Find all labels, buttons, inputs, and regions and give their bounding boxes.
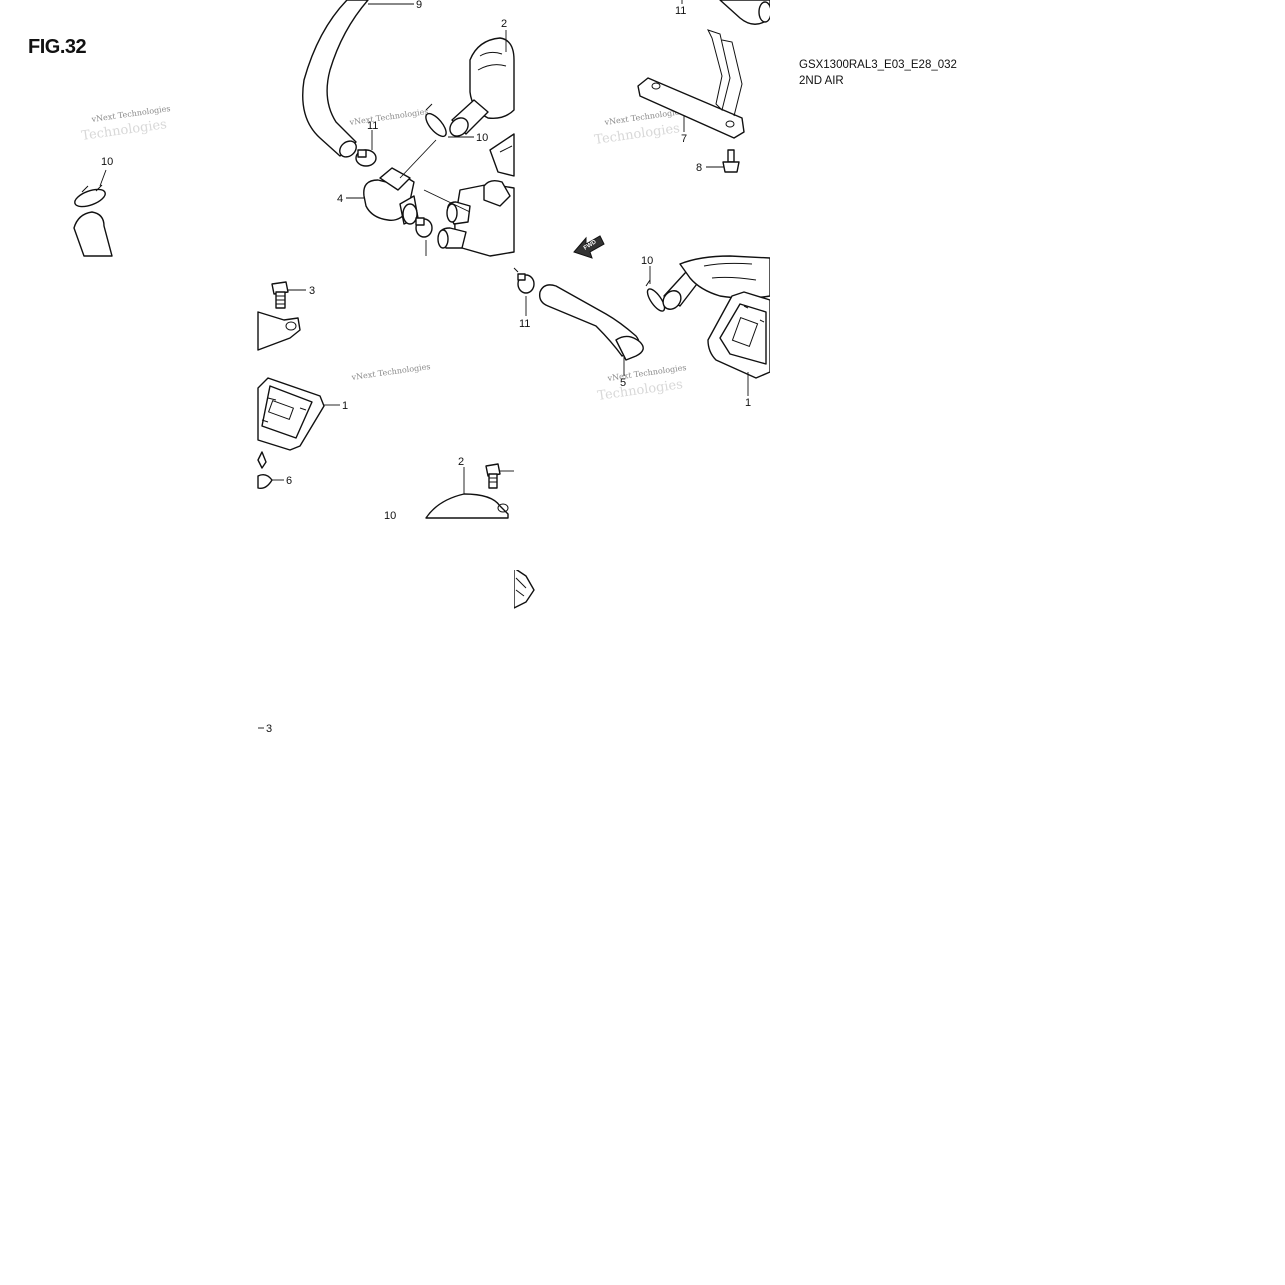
tile-middle-right: FWD [513,235,771,396]
clip-10 [645,279,666,312]
callout-2: 2 [501,18,507,30]
reed-valve-1 [707,291,771,379]
callout-4: 4 [337,193,343,205]
figure-title: FIG.32 [28,36,87,58]
hose-end [73,211,113,257]
callout-10: 10 [101,156,113,168]
tile-middle-left [257,281,514,519]
callout-9: 9 [416,0,422,11]
hose-9 [302,0,369,157]
bracket-7 [637,29,745,139]
callout-3: 3 [309,285,315,297]
callout-10: 10 [476,132,488,144]
callout-11: 11 [675,5,686,17]
callout-3: 3 [266,723,272,735]
clamp-11 [415,217,433,238]
clamp-11 [513,267,535,294]
clip-10 [74,184,106,208]
bolt-8 [722,149,740,173]
callout-8: 8 [696,162,702,174]
clamp-11 [355,149,377,167]
watermark-text: vNext Technologies [348,107,429,127]
callout-5: 5 [620,377,626,389]
cover-2 [425,493,509,519]
callout-11: 11 [367,120,378,132]
tile-middle-top [302,0,515,257]
bolt-3 [485,463,501,489]
callout-10: 10 [641,255,653,267]
callout-2: 2 [458,456,464,468]
figure-code: GSX1300RAL3_E03_E28_032 [799,59,957,71]
callout-1: 1 [745,397,751,409]
callout-labels: 9 11 2 10 11 4 10 3 1 6 2 10 3 11 7 8 10… [101,0,751,735]
reed-valve-1 [257,377,325,451]
callout-11: 11 [519,318,530,330]
watermark-text: vNext Technologies [350,362,431,382]
clip-10 [425,103,447,138]
figure-name: 2ND AIR [799,75,844,87]
seal-6 [257,473,273,490]
callout-7: 7 [681,133,687,145]
callout-1: 1 [342,400,348,412]
reed-valve-corner [513,567,535,609]
fwd-arrow-icon: FWD [573,235,605,259]
callout-6: 6 [286,475,292,487]
tile-left-hose [73,169,113,257]
tile-right-top [637,0,772,173]
bolt-3 [271,281,289,309]
callout-10: 10 [384,510,396,522]
